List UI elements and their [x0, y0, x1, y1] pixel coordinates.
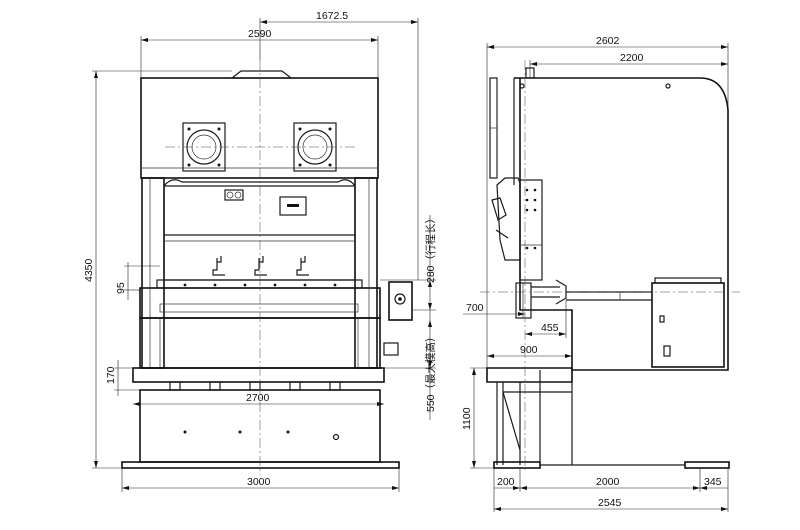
- dim-base-2000: 2000: [596, 476, 620, 488]
- knockout-rods: [212, 256, 309, 276]
- dim-table-height: 1100: [461, 407, 473, 430]
- electric-box: [383, 342, 399, 356]
- control-pendant: [388, 281, 413, 321]
- crown-lift-lug: [230, 70, 293, 79]
- slide-bottom: [156, 279, 363, 289]
- front-view: [121, 60, 413, 475]
- dim-base-total: 2545: [598, 497, 622, 509]
- dim-shut-height: 550（最大模高）: [424, 331, 437, 412]
- dim-table-900: 900: [520, 344, 538, 356]
- slide-display: [279, 196, 307, 216]
- dim-overall-depth: 2602: [596, 35, 620, 47]
- dim-base-width: 3000: [247, 476, 271, 488]
- dim-upper-width: 2590: [248, 28, 272, 40]
- dim-small-170: 170: [105, 366, 117, 384]
- side-bolster: [486, 367, 573, 383]
- dim-base-345: 345: [704, 476, 722, 488]
- left-upright: [141, 177, 165, 369]
- dim-top-offset: 1672.5: [316, 10, 348, 22]
- dim-frame-depth: 2200: [620, 52, 644, 64]
- side-frame: [514, 77, 729, 371]
- side-view: [480, 60, 740, 470]
- side-base-front-foot: [493, 461, 541, 469]
- side-base-rear-foot: [684, 461, 730, 469]
- dim-total-height: 4350: [83, 258, 95, 282]
- dim-small-95: 95: [115, 282, 127, 294]
- base-foot: [121, 461, 400, 469]
- electrical-cabinet: [651, 282, 725, 368]
- dim-bolster-width: 2700: [246, 392, 270, 404]
- dim-arm-455: 455: [541, 322, 559, 334]
- bolster-slots: [169, 381, 341, 391]
- feed-arm: [515, 282, 532, 319]
- crown: [140, 77, 379, 179]
- dim-base-200: 200: [497, 476, 515, 488]
- side-dimensions: 2602 2200 700 455 900 1100 200 2: [461, 35, 729, 512]
- slide-indicator: [224, 189, 244, 201]
- side-slide: [519, 179, 543, 281]
- dim-stroke: 280（行程长）: [424, 213, 437, 283]
- bolster-plate: [132, 367, 385, 383]
- front-dimensions: 1672.5 2590 4350 95 170 2700 3000: [83, 10, 437, 492]
- dim-feed-700: 700: [466, 302, 484, 314]
